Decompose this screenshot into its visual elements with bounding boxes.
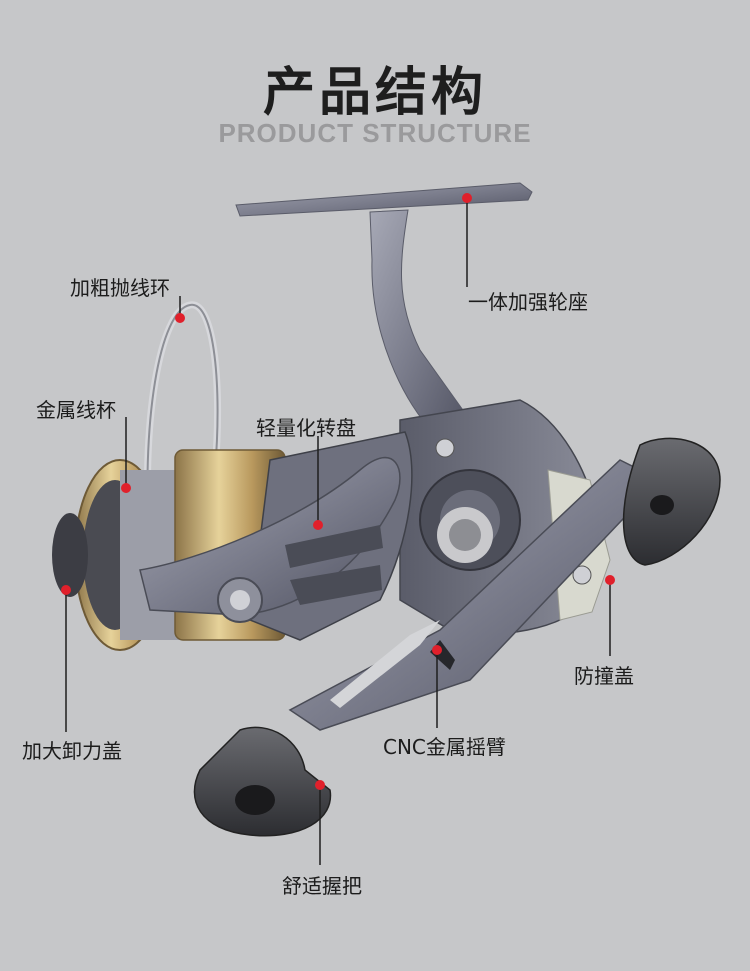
grip-knobs	[193, 437, 721, 837]
label-light-rotor: 轻量化转盘	[256, 416, 356, 440]
label-cnc-handle-arm: CNC金属摇臂	[383, 735, 506, 759]
callout-lines	[65, 198, 611, 865]
page-subtitle: PRODUCT STRUCTURE	[218, 118, 532, 148]
rotor-part	[139, 431, 413, 641]
label-metal-spool: 金属线杯	[36, 398, 116, 422]
page-title: 产品结构	[262, 63, 487, 123]
callout-markers	[61, 193, 615, 790]
label-anti-collision-cap: 防撞盖	[574, 664, 634, 688]
label-thick-bail: 加粗抛线环	[70, 276, 170, 300]
label-comfort-grip: 舒适握把	[282, 874, 362, 898]
label-reel-seat: 一体加强轮座	[468, 290, 588, 314]
label-drag-cap: 加大卸力盖	[22, 739, 122, 763]
